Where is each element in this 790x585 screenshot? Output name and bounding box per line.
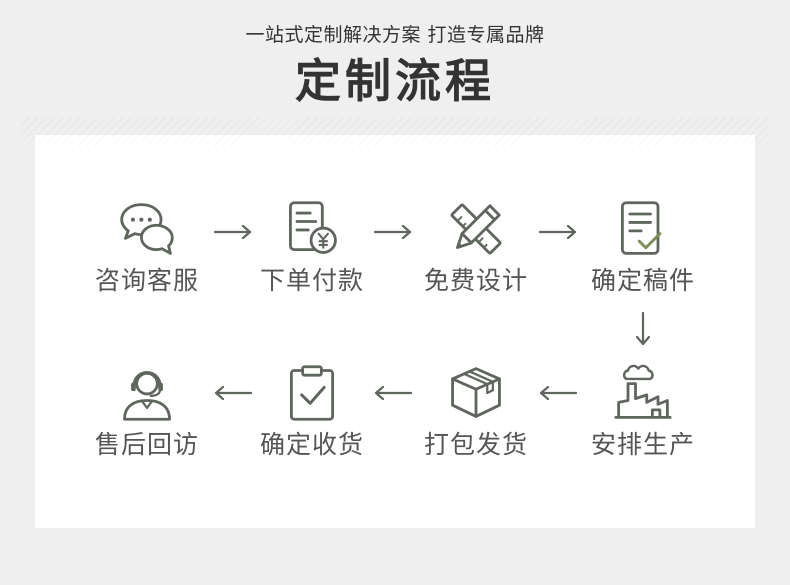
headset-person-icon <box>117 363 177 423</box>
arrow-left-icon <box>214 386 253 400</box>
document-check-icon <box>613 199 673 259</box>
arrow-down-icon <box>636 311 650 346</box>
chat-bubbles-icon <box>117 199 177 259</box>
document-yen-icon <box>282 199 342 259</box>
pencil-ruler-icon <box>446 199 506 259</box>
step-confirm-draft: 确定稿件 <box>573 199 713 295</box>
step-after-sales: 售后回访 <box>77 363 217 459</box>
step-production: 安排生产 <box>573 363 713 459</box>
arrow-left-icon <box>374 386 413 400</box>
step-consult: 咨询客服 <box>77 199 217 295</box>
step-confirm-receipt: 确定收货 <box>242 363 382 459</box>
step-label: 售后回访 <box>94 430 199 459</box>
arrow-left-icon <box>539 386 578 400</box>
page-subtitle: 一站式定制解决方案 打造专属品牌 <box>245 24 545 46</box>
step-label: 安排生产 <box>590 430 695 459</box>
process-card <box>35 135 755 528</box>
factory-icon <box>613 363 673 423</box>
arrow-right-icon <box>213 225 252 239</box>
step-label: 免费设计 <box>423 266 528 295</box>
arrow-right-icon <box>538 225 577 239</box>
clipboard-check-icon <box>282 363 342 423</box>
arrow-right-icon <box>373 225 412 239</box>
step-label: 确定收货 <box>259 430 364 459</box>
step-pack-ship: 打包发货 <box>406 363 546 459</box>
step-label: 咨询客服 <box>94 266 199 295</box>
step-order-pay: 下单付款 <box>242 199 382 295</box>
box-icon <box>446 363 506 423</box>
page-title: 定制流程 <box>295 54 495 108</box>
step-label: 下单付款 <box>259 266 364 295</box>
step-free-design: 免费设计 <box>406 199 546 295</box>
step-label: 确定稿件 <box>590 266 695 295</box>
step-label: 打包发货 <box>423 430 528 459</box>
